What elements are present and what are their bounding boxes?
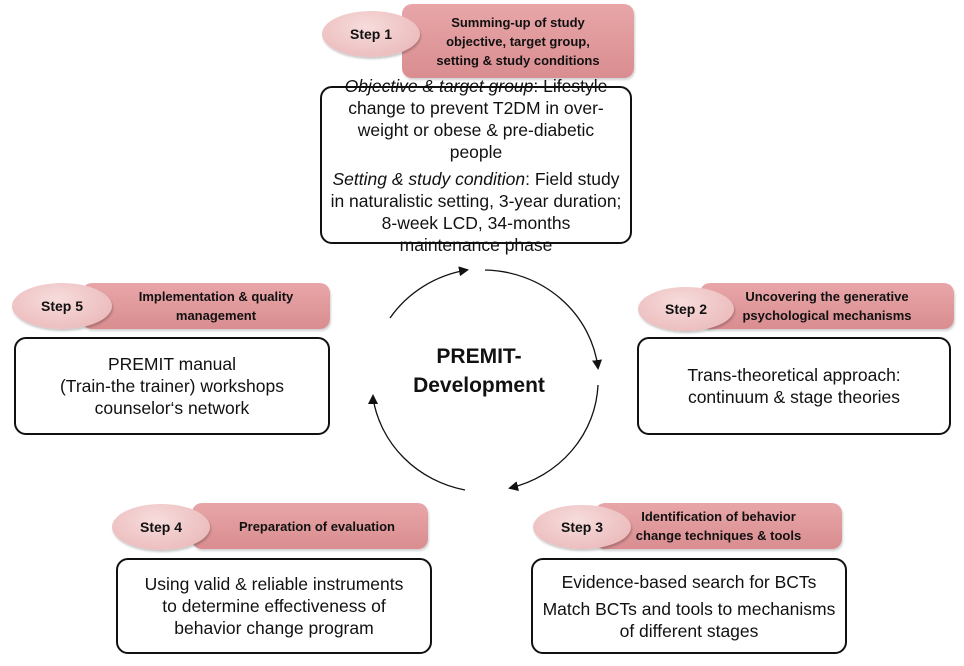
step1-content-box: Objective & target group: Lifestyle chan… <box>320 76 632 255</box>
step3-content-match: Match BCTs and tools to mechanisms of di… <box>542 598 836 641</box>
step4-banner: Preparation of evaluation <box>192 503 428 549</box>
step1-pill: Step 1 <box>322 11 420 57</box>
step2-banner: Uncovering the generative psychological … <box>700 283 954 329</box>
step5-pill: Step 5 <box>12 283 112 329</box>
step3-pill: Step 3 <box>533 505 631 549</box>
step3-content-search: Evidence-based search for BCTs <box>561 571 817 592</box>
step5-banner: Implementation & quality management <box>82 283 330 329</box>
arrow-step1-to-step2 <box>484 269 602 370</box>
step4-pill: Step 4 <box>112 504 210 550</box>
arrow-step5-to-step1 <box>389 266 469 319</box>
step2-pill: Step 2 <box>638 287 734 331</box>
step4-content-text: Using valid & reliable instruments to de… <box>144 574 404 638</box>
step2-content-text: Trans-theoretical approach: continuum & … <box>687 365 901 407</box>
step4-content-box: Using valid & reliable instruments to de… <box>116 558 432 654</box>
center-title: PREMIT- Development <box>413 345 545 397</box>
step5-content-box: PREMIT manual (Train-the trainer) worksh… <box>14 337 330 435</box>
step1-content-setting: Setting & study condition: Field study i… <box>330 168 622 255</box>
step2-content-box: Trans-theoretical approach: continuum & … <box>637 337 951 435</box>
step1-content-objective: Objective & target group: Lifestyle chan… <box>344 75 608 162</box>
step1-banner: Summing-up of study objective, target gr… <box>402 4 634 78</box>
step3-content-box: Evidence-based search for BCTs Match BCT… <box>531 558 847 654</box>
arrow-step3-to-step4 <box>372 397 466 491</box>
step3-banner: Identification of behavior change techni… <box>595 503 842 549</box>
arrow-step2-to-step3 <box>508 384 599 492</box>
step5-content-text: PREMIT manual (Train-the trainer) worksh… <box>59 354 284 418</box>
